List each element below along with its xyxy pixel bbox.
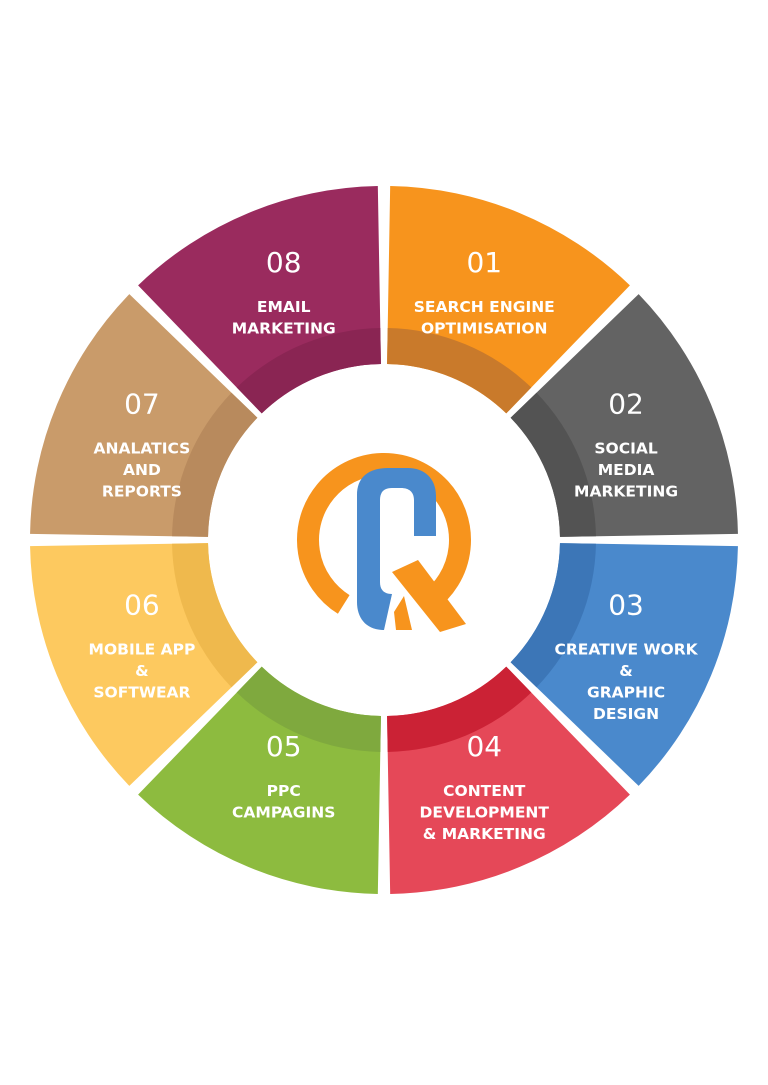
segment-01-label-line: OPTIMISATION (421, 319, 548, 337)
logo-q-tail (392, 560, 466, 632)
logo-ring (297, 453, 471, 614)
segment-05-label-line: CAMPAGINS (232, 804, 335, 822)
segment-08-number: 08 (266, 246, 302, 279)
segment-02-label-line: MARKETING (574, 483, 678, 501)
segment-03-label-line: & (619, 662, 633, 680)
segment-03-label-line: DESIGN (593, 705, 659, 723)
segment-07-label-line: ANALATICS (94, 440, 191, 458)
segment-01-inner-band (387, 328, 532, 414)
segment-07-label-line: REPORTS (102, 483, 182, 501)
segment-04-number: 04 (466, 730, 502, 763)
segment-03-label-line: CREATIVE WORK (554, 640, 698, 658)
segment-02-label-line: SOCIAL (594, 440, 657, 458)
segment-06-label-line: & (135, 662, 149, 680)
segment-03-label-line: GRAPHIC (587, 683, 665, 701)
segment-04-label-line: & MARKETING (423, 825, 546, 843)
segment-06-number: 06 (124, 588, 160, 621)
segment-02-label-line: MEDIA (598, 461, 655, 479)
segment-04-label-line: DEVELOPMENT (420, 804, 550, 822)
segment-04-label-line: CONTENT (443, 782, 526, 800)
segment-01-label-line: SEARCH ENGINE (414, 298, 555, 316)
segment-08-inner-band (236, 328, 381, 414)
segment-02-number: 02 (608, 388, 644, 421)
segment-05-inner-band (236, 666, 381, 752)
q-logo-icon (297, 453, 471, 632)
segment-08-label-line: EMAIL (257, 298, 311, 316)
segment-07-label-line: AND (123, 461, 161, 479)
logo-q-shape (357, 468, 436, 630)
segment-05-number: 05 (266, 730, 302, 763)
segment-03-inner-band (510, 543, 596, 688)
segment-04-inner-band (387, 666, 532, 752)
segment-08-label-line: MARKETING (232, 319, 336, 337)
segment-06-label-line: SOFTWEAR (93, 683, 190, 701)
segment-01-number: 01 (466, 246, 502, 279)
segment-06-label-line: MOBILE APP (89, 640, 196, 658)
segment-02-inner-band (510, 392, 596, 537)
segment-03-number: 03 (608, 588, 644, 621)
segment-06-inner-band (172, 543, 258, 688)
segment-07-inner-band (172, 392, 258, 537)
segment-07-number: 07 (124, 388, 160, 421)
segment-05-label-line: PPC (267, 782, 301, 800)
